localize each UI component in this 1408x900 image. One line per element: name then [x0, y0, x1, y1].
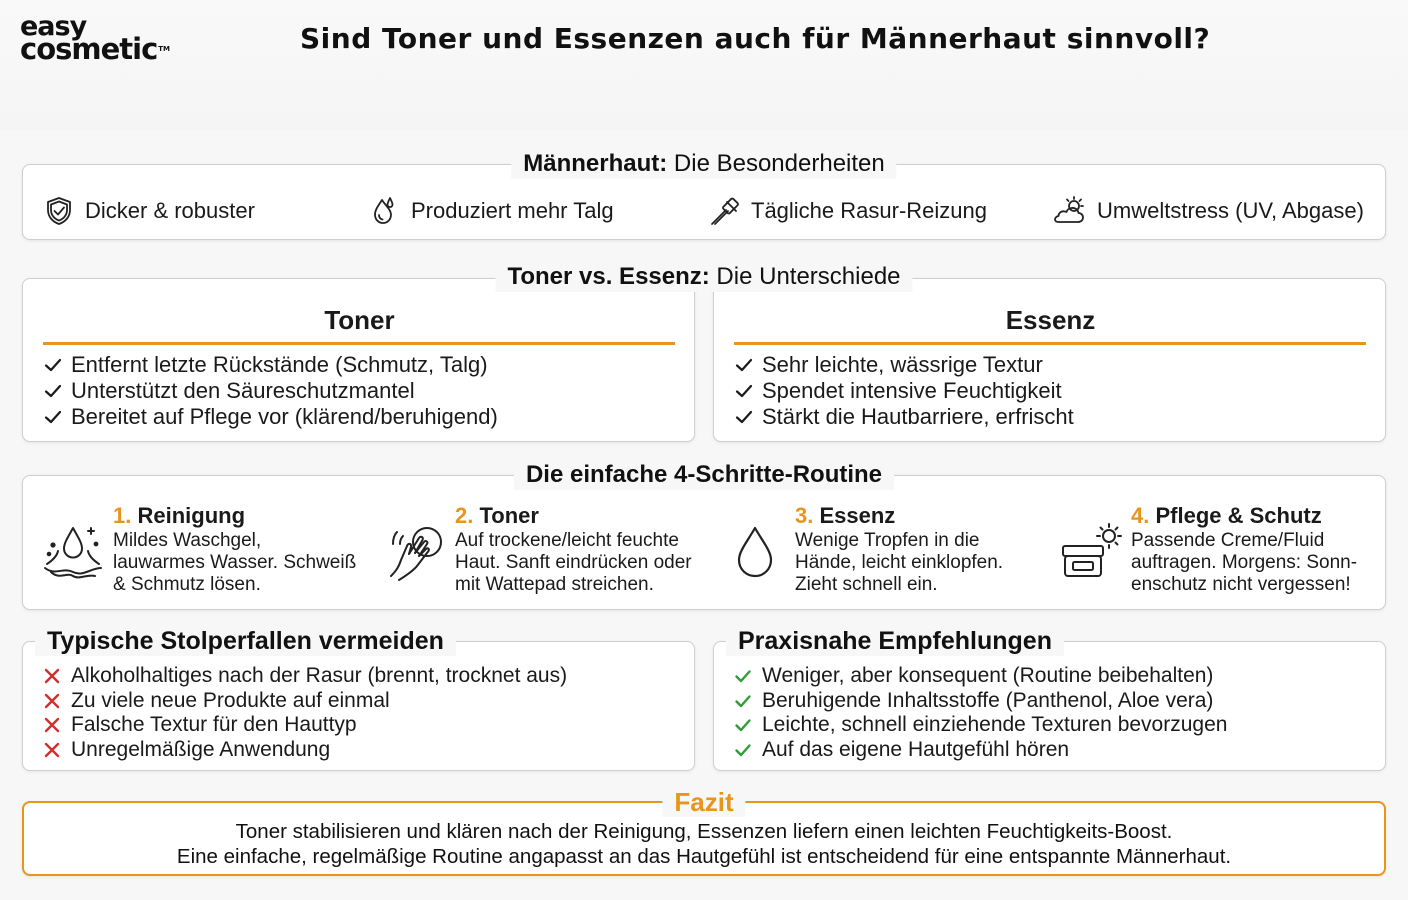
- section-pitfalls: Typische Stolperfallen vermeiden Alkohol…: [22, 626, 695, 771]
- green-check-icon: [735, 744, 751, 756]
- brand-logo[interactable]: easy cosmeticTM: [20, 11, 171, 66]
- cream-jar-sun-icon: [1062, 523, 1122, 577]
- list-item: Leichte, schnell einziehende Texturen be…: [734, 713, 1227, 738]
- feature-environment: Umweltstress (UV, Abgase): [1051, 195, 1364, 227]
- page-title: Sind Toner und Essenzen auch für Männerh…: [300, 22, 1211, 55]
- checkmark-icon: [735, 384, 753, 398]
- oil-drop-icon: [374, 197, 394, 224]
- list-item: Weniger, aber konsequent (Routine beibeh…: [734, 664, 1227, 689]
- feature-label: Dicker & robuster: [85, 198, 255, 223]
- conclusion-line-2: Eine einfache, regelmäßige Routine angap…: [176, 845, 1232, 868]
- brand-logo-line1: easy: [20, 11, 87, 42]
- sun-cloud-icon: [1054, 196, 1084, 223]
- section-recommendations-heading: Praxisnahe Empfehlungen: [726, 626, 1064, 656]
- toner-title: Toner: [324, 305, 395, 335]
- checkmark-icon: [44, 384, 62, 398]
- list-item: Auf das eigene Hautgefühl hören: [734, 738, 1227, 763]
- feature-oily: Produziert mehr Talg: [369, 195, 614, 227]
- razor-icon: [711, 197, 739, 225]
- list-item: Beruhigende Inhaltsstoffe (Panthenol, Al…: [734, 689, 1227, 714]
- step-description: Passende Creme/Fluid auftragen. Morgens:…: [1131, 530, 1358, 595]
- step-title: 3. Essenz: [795, 503, 896, 528]
- feature-thick-skin: Dicker & robuster: [43, 195, 255, 227]
- section-routine: Die einfache 4-Schritte-Routine 1. Reini…: [22, 460, 1386, 610]
- essenz-benefits: Sehr leichte, wässrige Textur Spendet in…: [734, 352, 1074, 430]
- conclusion-text: Toner stabilisieren und klären nach der …: [24, 819, 1384, 869]
- section-toner-vs-essenz: Toner Entfernt letzte Rückstände (Schmut…: [22, 262, 1386, 442]
- brand-trademark: TM: [158, 45, 171, 53]
- list-item: Bereitet auf Pflege vor (klärend/beruhig…: [43, 404, 498, 430]
- brand-logo-line2: cosmeticTM: [20, 32, 171, 66]
- cross-icon: [44, 669, 60, 684]
- section-routine-heading: Die einfache 4-Schritte-Routine: [513, 460, 895, 490]
- list-item: Unregelmäßige Anwendung: [43, 738, 567, 763]
- drop-icon: [737, 526, 773, 578]
- feature-label: Produziert mehr Talg: [411, 198, 614, 223]
- list-item: Stärkt die Hautbarriere, erfrischt: [734, 404, 1074, 430]
- essenz-card: Essenz Sehr leichte, wässrige Textur Spe…: [713, 278, 1386, 442]
- section-conclusion-heading: Fazit: [662, 787, 746, 817]
- cross-icon: [44, 742, 60, 757]
- conclusion-line-1: Toner stabilisieren und klären nach der …: [235, 820, 1173, 843]
- feature-razor: Tägliche Rasur-Reizung: [709, 195, 987, 227]
- essenz-divider: [734, 342, 1366, 345]
- checkmark-icon: [44, 410, 62, 424]
- green-check-icon: [735, 670, 751, 683]
- essenz-title: Essenz: [1005, 305, 1096, 335]
- list-item: Unterstützt den Säureschutzmantel: [43, 378, 498, 404]
- list-item: Sehr leichte, wässrige Textur: [734, 352, 1074, 378]
- cross-icon: [44, 718, 60, 733]
- checkmark-icon: [735, 410, 753, 424]
- step-description: Auf trockene/leicht feuchte Haut. Sanft …: [455, 530, 692, 595]
- step-text: 2. Toner Auf trockene/leicht feuchte Hau…: [455, 502, 692, 596]
- shield-icon: [47, 197, 71, 225]
- water-splash-icon: [44, 527, 102, 579]
- toner-card: Toner Entfernt letzte Rückstände (Schmut…: [22, 278, 695, 442]
- step-description: Wenige Tropfen in die Hände, leicht eink…: [795, 530, 1004, 595]
- list-item: Spendet intensive Feuchtigkeit: [734, 378, 1074, 404]
- toner-divider: [43, 342, 675, 345]
- list-item: Entfernt letzte Rückstände (Schmutz, Tal…: [43, 352, 498, 378]
- feature-label: Umweltstress (UV, Abgase): [1097, 198, 1364, 223]
- step-title: 4. Pflege & Schutz: [1131, 503, 1322, 528]
- section-recommendations: Praxisnahe Empfehlungen Weniger, aber ko…: [713, 626, 1386, 771]
- list-item: Falsche Textur für den Hauttyp: [43, 713, 567, 738]
- section-toner-vs-essenz-heading: Toner vs. Essenz: Die Unterschiede: [495, 262, 913, 292]
- step-title: 2. Toner: [455, 503, 539, 528]
- feature-label: Tägliche Rasur-Reizung: [751, 198, 987, 223]
- list-item: Alkoholhaltiges nach der Rasur (brennt, …: [43, 664, 567, 689]
- section-pitfalls-heading: Typische Stolperfallen vermeiden: [35, 626, 456, 656]
- step-title: 1. Reinigung: [113, 503, 246, 528]
- recommendations-list: Weniger, aber konsequent (Routine beibeh…: [734, 664, 1227, 762]
- header-band: easy cosmeticTM Sind Toner und Essenzen …: [0, 0, 1408, 130]
- section-skin-features: Männerhaut: Die Besonderheiten Dicker & …: [22, 149, 1386, 240]
- step-text: 4. Pflege & Schutz Passende Creme/Fluid …: [1131, 502, 1357, 596]
- green-check-icon: [735, 719, 751, 732]
- cross-icon: [44, 693, 60, 708]
- list-item: Zu viele neue Produkte auf einmal: [43, 689, 567, 714]
- step-text: 1. Reinigung Mildes Waschgel, lauwarmes …: [113, 502, 356, 596]
- green-check-icon: [735, 695, 751, 707]
- hand-pat-icon: [390, 527, 442, 581]
- step-text: 3. Essenz Wenige Tropfen in die Hände, l…: [795, 502, 1003, 596]
- toner-benefits: Entfernt letzte Rückstände (Schmutz, Tal…: [43, 352, 498, 430]
- step-description: Mildes Waschgel, lauwarmes Wasser. Schwe…: [113, 530, 357, 595]
- section-skin-features-heading: Männerhaut: Die Besonderheiten: [511, 149, 897, 179]
- pitfalls-list: Alkoholhaltiges nach der Rasur (brennt, …: [43, 664, 567, 762]
- section-conclusion: Fazit Toner stabilisieren und klären nac…: [22, 787, 1386, 876]
- checkmark-icon: [735, 358, 753, 372]
- checkmark-icon: [44, 358, 62, 372]
